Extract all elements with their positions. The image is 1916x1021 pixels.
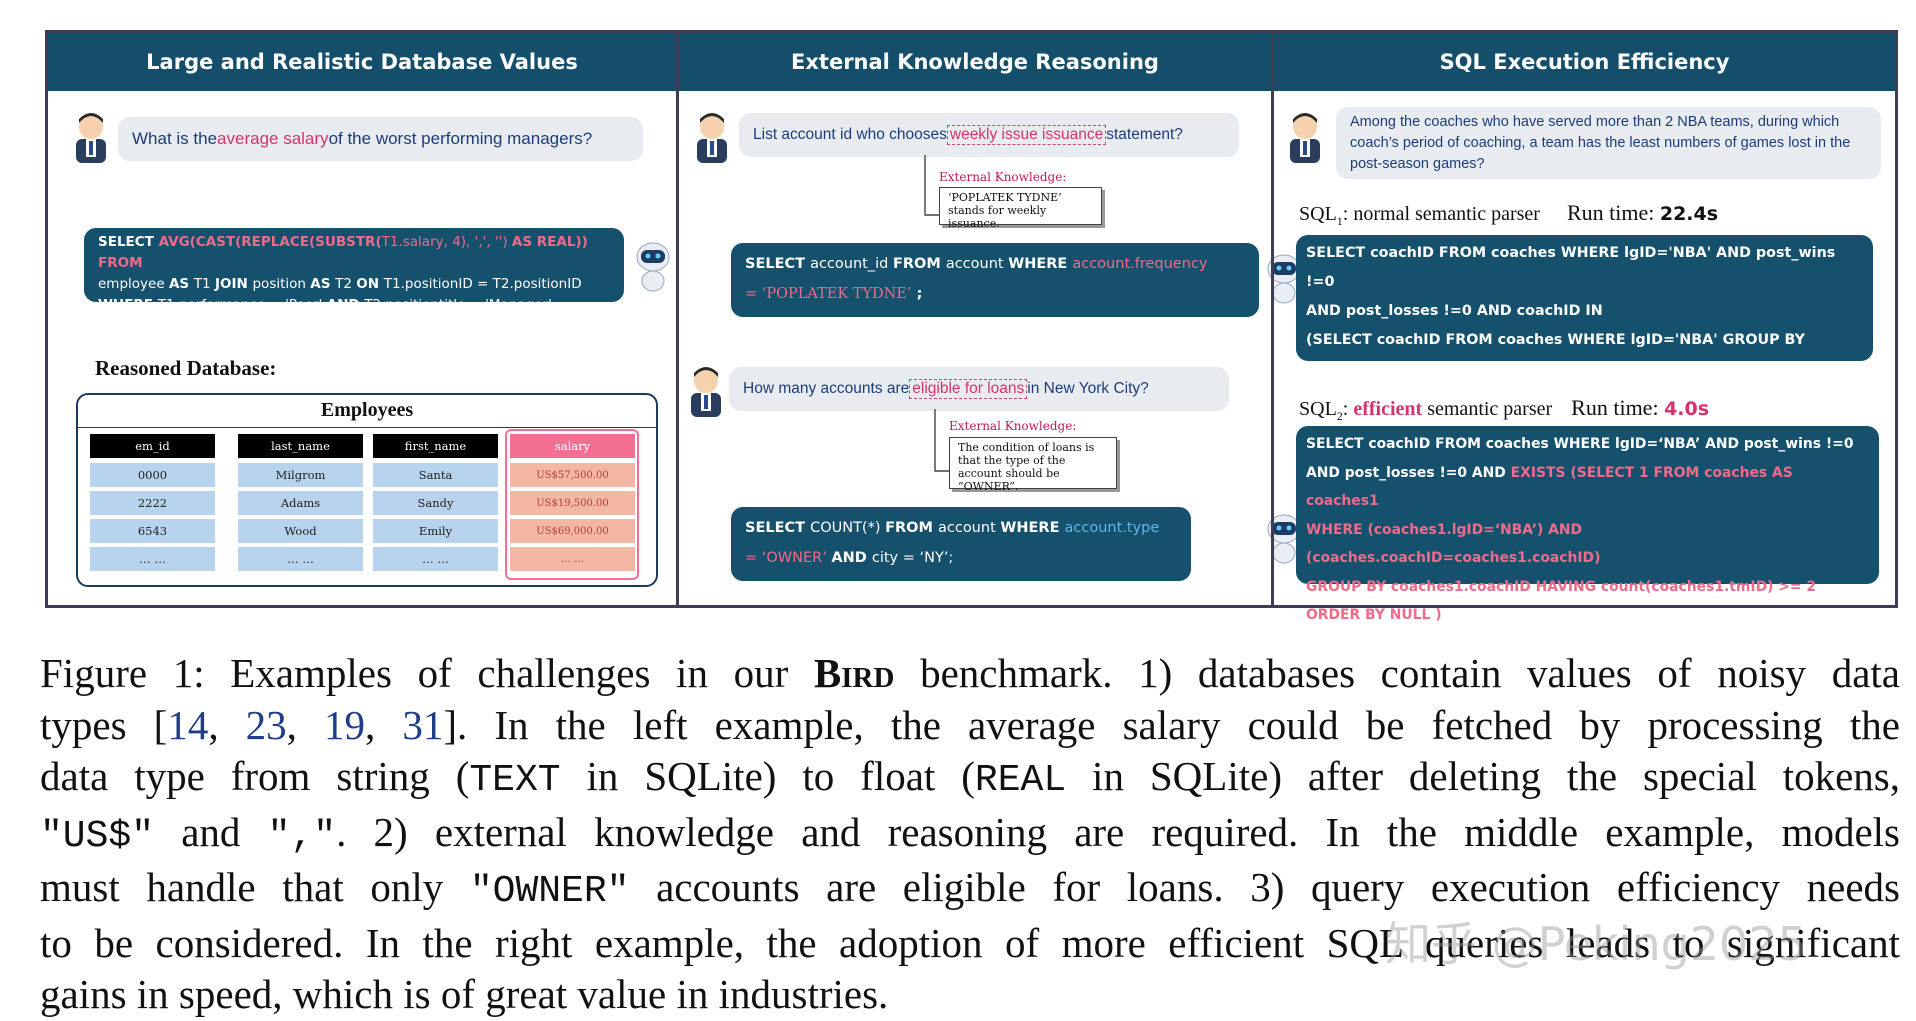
sql-bubble-left: SELECT AVG(CAST(REPLACE(SUBSTR(T1.salary… <box>84 228 624 313</box>
table-cell: Sandy <box>373 491 498 515</box>
user-avatar-icon <box>76 113 106 163</box>
robot-icon <box>1267 254 1301 304</box>
table-cell: 6543 <box>90 519 215 543</box>
table-cell: Emily <box>373 519 498 543</box>
user-avatar-icon <box>691 367 721 417</box>
table-cell: Milgrom <box>238 463 363 487</box>
sql-bubble-1: SELECT account_id FROM account WHERE acc… <box>731 243 1259 317</box>
employees-table: Employees em_id last_name first_name sal… <box>76 393 658 587</box>
sql-line: HAVING COUNT(tmID)>=2) ORDER BY post_los… <box>1306 390 1817 406</box>
sql-line: WHERE T1.performance = 'Poor' AND T2.pos… <box>98 297 552 313</box>
caption-line: data type from string (TEXT in SQLite) t… <box>40 753 1901 802</box>
question-highlight: average salary <box>217 129 329 148</box>
table-cell: 2222 <box>90 491 215 515</box>
table-cell: Adams <box>238 491 363 515</box>
sql-line: SELECT AVG(CAST(REPLACE(SUBSTR(T1.salary… <box>98 234 588 271</box>
caption-line: types [14, 23, 19, 31]. In the left exam… <box>40 701 1900 748</box>
sql-line: GROUP BY coaches1.coachID HAVING count(c… <box>1306 578 1817 595</box>
caption-line: "US$" and ",". 2) external knowledge and… <box>40 808 1900 858</box>
sql-bubble-normal: SELECT coachID FROM coaches WHERE lgID='… <box>1296 235 1873 406</box>
column-header: em_id <box>90 434 215 458</box>
table-cell: … … <box>510 547 635 571</box>
user-avatar-icon <box>697 113 727 163</box>
figure-frame: Large and Realistic Database Values What… <box>45 30 1898 623</box>
sql1-label: SQL1: normal semantic parser Run time: 2… <box>1299 200 1719 228</box>
caption-line: must handle that only "OWNER" accounts a… <box>40 864 1900 913</box>
panel-database-values: Large and Realistic Database Values What… <box>48 33 676 605</box>
panel-sql-efficiency: SQL Execution Efficiency Among the coach… <box>1274 33 1895 623</box>
connector-line <box>924 155 939 216</box>
question-bubble-right: Among the coaches who have served more t… <box>1336 107 1881 179</box>
robot-icon <box>636 242 670 292</box>
sql-bubble-efficient: SELECT coachID FROM coaches WHERE lgID=‘… <box>1296 426 1879 623</box>
user-avatar-icon <box>1290 113 1320 163</box>
question-bubble-2: How many accounts are eligible for loans… <box>729 367 1229 411</box>
question-text: What is the <box>132 129 218 148</box>
panel-external-knowledge: External Knowledge Reasoning List accoun… <box>679 33 1301 605</box>
reasoned-database-label: Reasoned Database: <box>95 356 277 380</box>
table-title: Employees <box>320 399 414 421</box>
table-cell: US$19,500.00 <box>510 491 635 515</box>
connector-line <box>934 409 949 472</box>
citation-link[interactable]: 14 <box>167 701 209 748</box>
column-header: last_name <box>238 434 363 458</box>
external-knowledge-label: External Knowledge: <box>949 419 1077 433</box>
run-time-value: 4.0s <box>1664 398 1710 420</box>
external-knowledge-box: ‘POPLATEK TYDNE’ stands for weekly issua… <box>939 187 1102 230</box>
table-cell: … … <box>373 547 498 571</box>
salary-column-highlight <box>505 429 639 580</box>
citation-link[interactable]: 23 <box>245 701 287 748</box>
table-cell: Wood <box>238 519 363 543</box>
sql-line: (SELECT coachID FROM coaches WHERE lgID=… <box>1306 332 1806 377</box>
question-bubble-left: What is the average salary of the worst … <box>118 117 643 161</box>
table-cell: … … <box>238 547 363 571</box>
caption-line: to be considered. In the right example, … <box>40 919 1900 966</box>
sql-line: SELECT coachID FROM coaches WHERE lgID=‘… <box>1306 436 1854 452</box>
citation-link[interactable]: 31 <box>402 701 444 748</box>
table-cell: Santa <box>373 463 498 487</box>
column-header: first_name <box>373 434 498 458</box>
sql-bubble-2: SELECT COUNT(*) FROM account WHERE accou… <box>731 507 1191 581</box>
table-cell: US$69,000.00 <box>510 519 635 543</box>
panel-divider <box>1271 33 1274 605</box>
panel-header-middle: External Knowledge Reasoning <box>679 33 1271 91</box>
run-time-value: 22.4s <box>1659 203 1719 225</box>
caption-line: gains in speed, which is of great value … <box>40 971 889 1017</box>
sql-line: AND post_losses !=0 AND EXISTS (SELECT 1… <box>1306 464 1793 510</box>
panel-header-right: SQL Execution Efficiency <box>1274 33 1895 91</box>
external-knowledge-label: External Knowledge: <box>939 170 1067 184</box>
caption-line: Figure 1: Examples of challenges in our … <box>40 650 1900 696</box>
citation-link[interactable]: 19 <box>324 701 366 748</box>
sql-line: AND post_losses !=0 AND coachID IN <box>1306 303 1603 319</box>
table-cell: 0000 <box>90 463 215 487</box>
sql-line: ORDER BY NULL ) ORDER BY post_losses ASC… <box>1306 607 1718 623</box>
question-highlight: eligible for loans <box>909 379 1028 399</box>
table-cell: US$57,500.00 <box>510 463 635 487</box>
sql-line: WHERE (coaches1.lgID=‘NBA’) AND (coaches… <box>1306 521 1601 567</box>
figure-caption: Figure 1: Examples of challenges in our … <box>40 648 1900 1021</box>
external-knowledge-box: The condition of loans is that the type … <box>949 437 1117 493</box>
question-bubble-1: List account id who chooses weekly issue… <box>739 113 1239 157</box>
watermark: 知乎 @Peking2025 <box>1385 917 1807 971</box>
sql2-label: SQL2: efficient semantic parser Run time… <box>1299 395 1710 423</box>
sql-line: employee AS T1 JOIN position AS T2 ON T1… <box>98 276 582 292</box>
question-highlight: weekly issue issuance <box>946 125 1107 145</box>
panel-header-left: Large and Realistic Database Values <box>48 33 676 91</box>
column-header: salary <box>510 434 635 458</box>
question-text-end: of the worst performing managers? <box>328 129 593 148</box>
panel-divider <box>676 33 679 605</box>
sql-line: SELECT coachID FROM coaches WHERE lgID='… <box>1306 245 1836 290</box>
table-cell: … … <box>90 547 215 571</box>
